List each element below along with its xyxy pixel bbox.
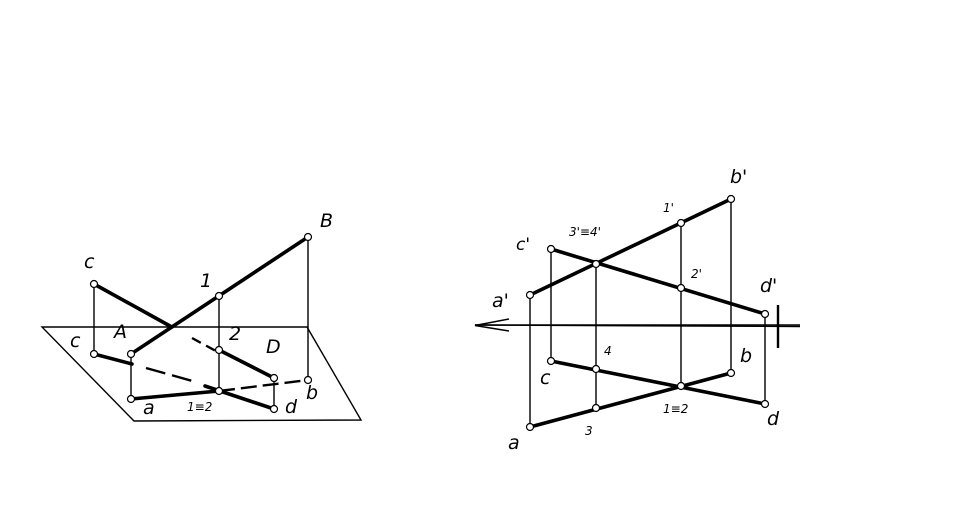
point-3	[591, 403, 601, 413]
label-b: b	[306, 382, 318, 404]
line-a-b	[528, 371, 733, 429]
label-A: A	[112, 321, 127, 343]
label-c: c	[540, 367, 551, 389]
label-b-prime: b'	[730, 166, 747, 188]
point-B	[303, 232, 313, 242]
line-c-d	[549, 359, 767, 406]
point-d	[269, 404, 279, 414]
line-CD-visible-2	[217, 348, 276, 380]
label-4: 4	[604, 344, 612, 358]
label-d: d	[285, 396, 298, 418]
label-1-eq-2: 1≡2	[187, 400, 212, 414]
label-d: d	[767, 408, 780, 430]
point-1-eq-2	[214, 386, 224, 396]
axis-x-2	[474, 324, 801, 328]
label-a-prime: a'	[492, 290, 509, 312]
line-CD-hidden	[191, 336, 217, 353]
point-1-prime	[676, 218, 686, 228]
projection-cd-1	[92, 352, 134, 366]
label-2: 2	[229, 323, 241, 345]
point-c-prime	[546, 244, 556, 254]
projection-cd-hidden	[145, 366, 197, 384]
label-B: B	[320, 210, 333, 232]
point-b-prime	[726, 194, 736, 204]
pictorial-view: c c A B D 1 2 a d b 1≡2	[40, 210, 363, 422]
label-3-4-prime: 3'≡4'	[569, 225, 601, 239]
point-2-prime	[676, 283, 686, 293]
label-3: 3	[585, 424, 593, 438]
label-a: a	[143, 397, 155, 419]
point-A	[126, 349, 136, 359]
label-c-prime: c'	[516, 235, 530, 255]
point-c	[546, 356, 556, 366]
projection-ab-2	[218, 378, 309, 393]
label-d-prime: d'	[760, 275, 777, 297]
point-1-eq-2	[676, 381, 686, 391]
label-a: a	[508, 432, 520, 454]
point-b	[303, 375, 313, 385]
point-c	[89, 279, 99, 289]
label-c-low: c	[70, 330, 81, 352]
point-a-prime	[525, 290, 535, 300]
point-d	[760, 399, 770, 409]
point-a	[525, 422, 535, 432]
line-c-d-prime	[549, 247, 767, 316]
label-2-prime: 2'	[691, 267, 702, 281]
point-b	[726, 368, 736, 378]
label-c-top: c	[84, 251, 95, 273]
point-a	[126, 394, 136, 404]
label-1-prime: 1'	[663, 201, 674, 215]
point-D	[269, 373, 279, 383]
point-3-4-prime	[591, 259, 601, 269]
label-b: b	[740, 345, 752, 367]
label-1-eq-2: 1≡2	[663, 402, 688, 416]
point-2	[214, 345, 224, 355]
axis-arrow-head	[474, 318, 510, 332]
point-4	[591, 364, 601, 374]
point-c-proj	[89, 349, 99, 359]
point-1	[214, 291, 224, 301]
line-a-b-prime	[528, 197, 733, 297]
label-1: 1	[200, 270, 212, 292]
line-CD-visible-1	[92, 282, 172, 328]
label-D: D	[266, 336, 281, 358]
projection-ab	[129, 389, 221, 401]
orthographic-view: b' 1' 3'≡4' c' 2' d' a' 4 c b 1≡2 3 a d	[474, 166, 801, 454]
point-d-prime	[760, 309, 770, 319]
